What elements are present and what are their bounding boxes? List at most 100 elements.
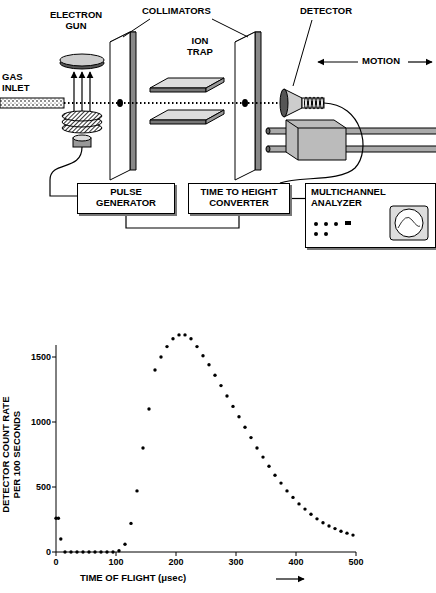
data-point: [351, 533, 354, 536]
data-point: [57, 517, 60, 520]
x-tick: [296, 552, 297, 556]
data-point: [123, 543, 126, 546]
gun-grid: [62, 111, 102, 121]
y-tick: [52, 487, 56, 488]
signal-cable: [126, 214, 239, 228]
data-point: [129, 522, 132, 525]
data-point: [63, 550, 66, 553]
part-name: ELECTRON GUN: [44, 10, 108, 31]
tick-label: 500: [36, 482, 51, 492]
tick-label: 1000: [31, 417, 51, 427]
data-point: [309, 513, 312, 516]
y-tick: [52, 552, 56, 553]
panel-knob: [314, 232, 318, 236]
x-tick: [236, 552, 237, 556]
electron-arrow: [89, 72, 90, 111]
data-point: [87, 550, 90, 553]
panel-button: [345, 221, 351, 225]
panel-knob: [324, 222, 328, 226]
detector-coil: [313, 97, 316, 109]
tick-label: 100: [108, 557, 123, 567]
data-point: [81, 550, 84, 553]
detector-carriage: [298, 128, 299, 160]
data-point: [135, 489, 138, 492]
y-axis: [56, 345, 57, 552]
y-tick: [52, 357, 56, 358]
data-point: [165, 345, 168, 348]
part-name: GAS INLET: [2, 72, 42, 93]
electron-arrow: [81, 72, 82, 111]
data-point: [231, 405, 234, 408]
box-label: MULTICHANNEL ANALYZER: [311, 187, 401, 208]
data-point: [141, 446, 144, 449]
leader-line: [293, 20, 312, 86]
data-point: [177, 333, 180, 336]
pulse-generator-box: PULSE GENERATOR: [77, 183, 175, 214]
ion-trap-plate: [206, 78, 224, 92]
detector-coil: [309, 97, 312, 109]
motion-arrow: [318, 61, 358, 62]
panel-knob: [324, 232, 328, 236]
data-point: [105, 550, 108, 553]
data-point: [273, 474, 276, 477]
data-point: [159, 355, 162, 358]
data-point: [261, 455, 264, 458]
data-point: [279, 481, 282, 484]
box-label: PULSE GENERATOR: [90, 187, 162, 208]
tick-label: 400: [288, 557, 303, 567]
data-point: [195, 345, 198, 348]
detector-coil: [305, 97, 308, 109]
data-point: [297, 502, 300, 505]
beam-path: [64, 102, 282, 104]
data-point: [147, 407, 150, 410]
box-label: TIME TO HEIGHT CONVERTER: [193, 187, 285, 208]
gas-inlet-tube: [0, 98, 64, 108]
tick-label: 0: [53, 557, 58, 567]
tick-label: 1500: [31, 352, 51, 362]
converter-box: TIME TO HEIGHT CONVERTER: [188, 183, 290, 214]
data-point: [255, 446, 258, 449]
collimator-plate: [110, 32, 130, 180]
data-point: [171, 337, 174, 340]
ion-trap-plate: [206, 110, 224, 124]
data-point: [93, 550, 96, 553]
leader-line: [212, 19, 248, 37]
data-point: [213, 374, 216, 377]
axis-title: DETECTOR COUNT RATE PER 100 SECONDS: [1, 390, 22, 520]
data-point: [75, 550, 78, 553]
x-tick: [176, 552, 177, 556]
data-point: [249, 436, 252, 439]
detector-coil: [317, 97, 320, 109]
data-point: [59, 537, 62, 540]
ion-trap-plate: [150, 120, 206, 124]
rail-end: [266, 146, 270, 152]
data-point: [345, 531, 348, 534]
gun-disc: [60, 54, 104, 66]
data-point: [225, 394, 228, 397]
data-point: [285, 489, 288, 492]
x-tick: [116, 552, 117, 556]
data-point: [189, 337, 192, 340]
y-tick: [52, 422, 56, 423]
data-point: [117, 549, 120, 552]
analyzer-screen: [390, 206, 428, 240]
analyzer-screen: [395, 209, 423, 237]
data-point: [111, 550, 114, 553]
motion-label: MOTION: [362, 56, 400, 67]
collimator-plate: [130, 32, 136, 170]
tick-label: 300: [228, 557, 243, 567]
data-point: [339, 530, 342, 533]
signal-cable: [290, 198, 305, 199]
part-name: DETECTOR: [300, 6, 352, 17]
part-name: ION TRAP: [178, 36, 222, 57]
data-point: [201, 354, 204, 357]
rail-end: [266, 128, 270, 134]
screen-trace: [398, 217, 420, 228]
gun-cathode-top: [73, 135, 91, 141]
part-name: COLLIMATORS: [142, 6, 211, 17]
detector-carriage: [286, 120, 346, 128]
axis-arrow: [276, 578, 304, 579]
data-point: [183, 333, 186, 336]
